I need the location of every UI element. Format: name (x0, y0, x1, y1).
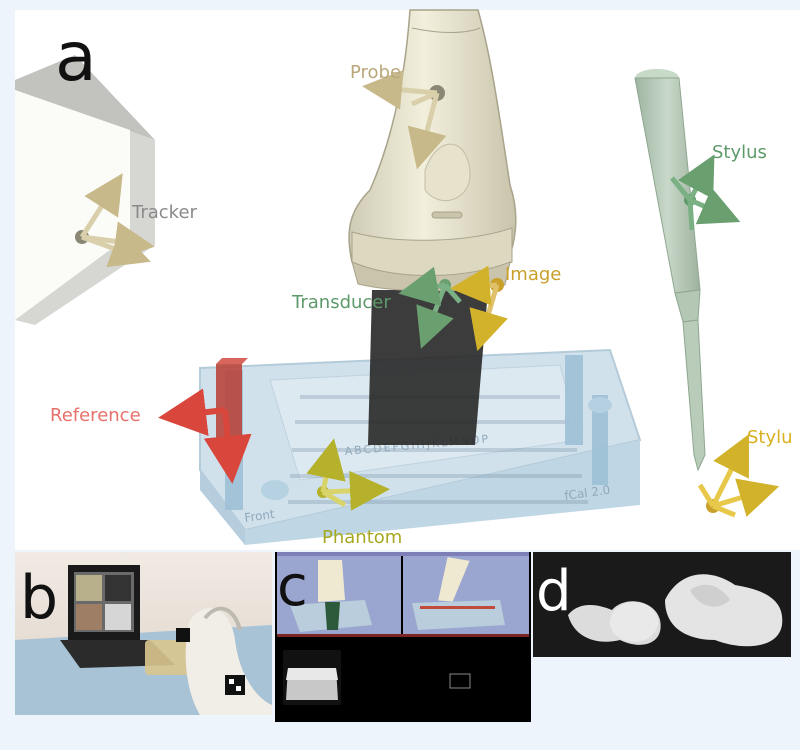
tracker-label: Tracker (131, 202, 198, 223)
panel-c-screenshot (275, 552, 531, 722)
panel-d-photo (533, 552, 791, 657)
phantom-fcal-text: fCal 2.0 (563, 483, 611, 503)
panel-c-letter: c (277, 554, 308, 619)
probe-axes (362, 69, 447, 170)
stylus-tip-label: Stylu (747, 427, 793, 448)
stylus-body (634, 69, 706, 472)
reference-marker (158, 358, 252, 484)
phantom-front-text: Front (243, 507, 275, 525)
tracker-axes (75, 173, 155, 268)
reference-label: Reference (50, 405, 141, 426)
panel-b-photo (15, 552, 272, 715)
image-label: Image (505, 264, 561, 285)
probe-label: Probe (350, 62, 401, 83)
image-axes (450, 265, 508, 352)
phantom-label: Phantom (322, 527, 402, 548)
panel-d-letter: d (536, 559, 572, 624)
phantom-axes (306, 438, 390, 511)
panel-a-letter: a (55, 18, 97, 97)
transducer-label: Transducer (291, 292, 391, 313)
stylus-tip-axes (697, 434, 780, 518)
stylus-label: Stylus (712, 142, 767, 163)
ultrasound-image-plane (368, 290, 488, 445)
stylus-axes (670, 154, 741, 231)
panel-b-letter: b (20, 563, 58, 633)
